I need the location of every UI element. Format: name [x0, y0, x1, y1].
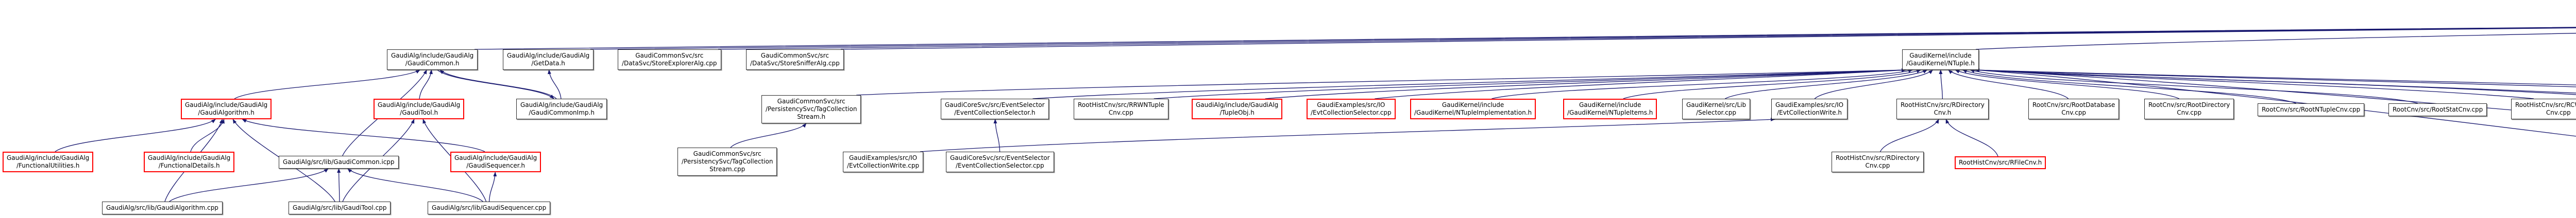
- edge-gaudisequencer-cpp-to-gaudisequencer-h: [488, 172, 497, 202]
- node-rdirectorycnv-h[interactable]: RootHistCnv/src/RDirectory Cnv.h: [1896, 99, 1989, 119]
- edge-eventcollectionselector-h-to-ntuple-h: [1032, 68, 1906, 99]
- node-gaudisequencer-h[interactable]: GaudiAlg/include/GaudiAlg /GaudiSequence…: [450, 152, 541, 172]
- edge-gaudialgorithm-cpp-to-gaudicommon-icpp: [169, 168, 329, 202]
- node-rootdirectorycnv-cpp[interactable]: RootCnv/src/RootDirectory Cnv.cpp: [2144, 99, 2234, 119]
- edge-rootntuplecnv-cpp-to-ntuple-h: [1962, 69, 2296, 104]
- node-storeexploreralg-cpp[interactable]: GaudiCommonSvc/src /DataSvc/StoreExplore…: [618, 49, 721, 70]
- node-gaudicommon-icpp[interactable]: GaudiAlg/src/lib/GaudiCommon.icpp: [279, 156, 399, 169]
- node-rrwntuplecnv-cpp[interactable]: RootHistCnv/src/RRWNTuple Cnv.cpp: [1074, 99, 1168, 119]
- node-ntupleimplementation-h[interactable]: GaudiKernel/include /GaudiKernel/NTupleI…: [1410, 99, 1536, 119]
- node-evtcollectionwrite-h[interactable]: GaudiExamples/src/IO /EvtCollectionWrite…: [1771, 99, 1848, 119]
- edge-gaudicommonimp-h-to-gaudicommon-h: [439, 69, 557, 99]
- edge-evtcollectionselector-cpp-to-ntuple-h: [1375, 68, 1906, 99]
- node-rootstatcnv-cpp[interactable]: RootCnv/src/RootStatCnv.cpp: [2388, 103, 2487, 116]
- edge-ntuple-h-to-smartdataptr-h: [1975, 32, 2576, 50]
- edge-tagcollectionstream-cpp-to-tagcollectionstream-h: [730, 123, 807, 148]
- edge-evtcollectionwrite-cpp-to-evtcollectionwrite-h: [920, 117, 1775, 152]
- edge-ntupleitems-h-to-ntuple-h: [1623, 69, 1921, 99]
- node-tagcollectionstream-cpp[interactable]: GaudiCommonSvc/src /PersistencySvc/TagCo…: [677, 148, 777, 176]
- node-gaudicommon-h[interactable]: GaudiAlg/include/GaudiAlg /GaudiCommon.h: [387, 49, 478, 70]
- node-gauditool-cpp[interactable]: GaudiAlg/src/lib/GaudiTool.cpp: [289, 202, 391, 214]
- edge-rdirectorycnv-cpp-to-rdirectorycnv-h: [1879, 119, 1939, 152]
- node-ntupleitems-h[interactable]: GaudiKernel/include /GaudiKernel/NTupleI…: [1563, 99, 1657, 119]
- node-evtcollectionwrite-cpp[interactable]: GaudiExamples/src/IO /EvtCollectionWrite…: [843, 152, 924, 172]
- edge-selector-cpp-to-ntuple-h: [1725, 69, 1928, 99]
- edge-rfilecnv-h-to-rdirectorycnv-h: [1945, 119, 1998, 157]
- edge-gaudisequencer-cpp-to-gaudicommon-icpp: [347, 168, 483, 202]
- edge-ntupleimplementation-h-to-ntuple-h: [1492, 69, 1913, 99]
- edge-rrwntuplecnv-cpp-to-ntuple-h: [1154, 68, 1906, 99]
- edge-rdirectorycnv-h-to-ntuple-h: [1939, 69, 1943, 99]
- node-getdata-h[interactable]: GaudiAlg/include/GaudiAlg /GetData.h: [503, 49, 594, 70]
- edge-gaudicommon-h-to-gaudicommonimp-h: [437, 69, 554, 99]
- edge-rootdatabasecnv-cpp-to-ntuple-h: [1948, 69, 2069, 99]
- node-gauditool-h[interactable]: GaudiAlg/include/GaudiAlg /GaudiTool.h: [374, 99, 465, 119]
- edge-functionalutilities-h-to-gaudialgorithm-h: [55, 119, 216, 152]
- edge-gauditool-h-to-gaudicommon-h: [419, 69, 433, 99]
- node-eventcollectionselector-cpp[interactable]: GaudiCoreSvc/src/EventSelector /EventCol…: [946, 152, 1054, 172]
- edge-getdata-h-to-smartdataptr-h: [590, 27, 2576, 50]
- edge-gaudicommon-h-to-smartdataptr-h: [474, 27, 2576, 50]
- edge-rootdirectorycnv-cpp-to-ntuple-h: [1955, 69, 2179, 99]
- edge-gaudisequencer-h-to-gaudialgorithm-h: [242, 119, 485, 152]
- node-rfilecnv-h[interactable]: RootHistCnv/src/RFileCnv.h: [1955, 156, 2046, 169]
- node-rootdatabasecnv-cpp[interactable]: RootCnv/src/RootDatabase Cnv.cpp: [2028, 99, 2120, 119]
- edge-evtcollectionwrite-h-to-ntuple-h: [1814, 69, 1933, 99]
- node-evtcollectionselector-cpp[interactable]: GaudiExamples/src/IO /EvtCollectionSelec…: [1307, 99, 1396, 119]
- node-ntuple-h[interactable]: GaudiKernel/include /GaudiKernel/NTuple.…: [1902, 49, 1979, 70]
- node-gaudicommonimp-h[interactable]: GaudiAlg/include/GaudiAlg /GaudiCommonIm…: [516, 99, 607, 119]
- edge-tagcollectionstream-h-to-ntuple-h: [856, 68, 1906, 96]
- node-rcwntuplecnv-cpp[interactable]: RootHistCnv/src/RCWNTuple Cnv.cpp: [2511, 99, 2576, 119]
- node-rdirectorycnv-cpp[interactable]: RootHistCnv/src/RDirectory Cnv.cpp: [1832, 152, 1924, 172]
- edge-storeexploreralg-cpp-to-smartdataptr-h: [718, 27, 2576, 50]
- node-selector-cpp[interactable]: GaudiKernel/src/Lib /Selector.cpp: [1682, 99, 1751, 119]
- edge-eventcollectionselector-cpp-to-eventcollectionselector-h: [993, 119, 1001, 152]
- edge-rcwntuplecnv-cpp-to-ntuple-h: [1975, 68, 2534, 99]
- node-gaudialgorithm-cpp[interactable]: GaudiAlg/src/lib/GaudiAlgorithm.cpp: [102, 202, 223, 214]
- edge-gaudicommonimp-h-to-getdata-h: [547, 69, 562, 99]
- edge-tupleobj-h-to-ntuple-h: [1265, 68, 1906, 99]
- node-rootntuplecnv-cpp[interactable]: RootCnv/src/RootNTupleCnv.cpp: [2258, 103, 2365, 116]
- node-gaudisequencer-cpp[interactable]: GaudiAlg/src/lib/GaudiSequencer.cpp: [428, 202, 551, 214]
- edge-randomnumberalg-h-to-ntuple-h: [1975, 68, 2576, 87]
- edge-gaudialgorithm-h-to-gaudicommon-h: [234, 69, 420, 99]
- node-functionaldetails-h[interactable]: GaudiAlg/include/GaudiAlg /FunctionalDet…: [144, 152, 235, 172]
- node-tagcollectionstream-h[interactable]: GaudiCommonSvc/src /PersistencySvc/TagCo…: [761, 95, 861, 123]
- node-tupleobj-h[interactable]: GaudiAlg/include/GaudiAlg /TupleObj.h: [1192, 99, 1283, 119]
- node-eventcollectionselector-h[interactable]: GaudiCoreSvc/src/EventSelector /EventCol…: [941, 99, 1049, 119]
- node-storesnifferalg-cpp[interactable]: GaudiCommonSvc/src /DataSvc/StoreSniffer…: [746, 49, 844, 70]
- edge-storesnifferalg-cpp-to-smartdataptr-h: [840, 28, 2576, 50]
- edge-ntuplealgorithm-h-to-ntuple-h: [1975, 68, 2576, 95]
- edge-gauditool-cpp-to-gaudicommon-icpp: [337, 168, 341, 202]
- node-functionalutilities-h[interactable]: GaudiAlg/include/GaudiAlg /FunctionalUti…: [3, 152, 94, 172]
- node-gaudialgorithm-h[interactable]: GaudiAlg/include/GaudiAlg /GaudiAlgorith…: [181, 99, 272, 119]
- edge-functionaldetails-h-to-gaudialgorithm-h: [190, 119, 225, 152]
- edge-collectionclonealg-cpp-to-ntuple-h: [1975, 68, 2576, 85]
